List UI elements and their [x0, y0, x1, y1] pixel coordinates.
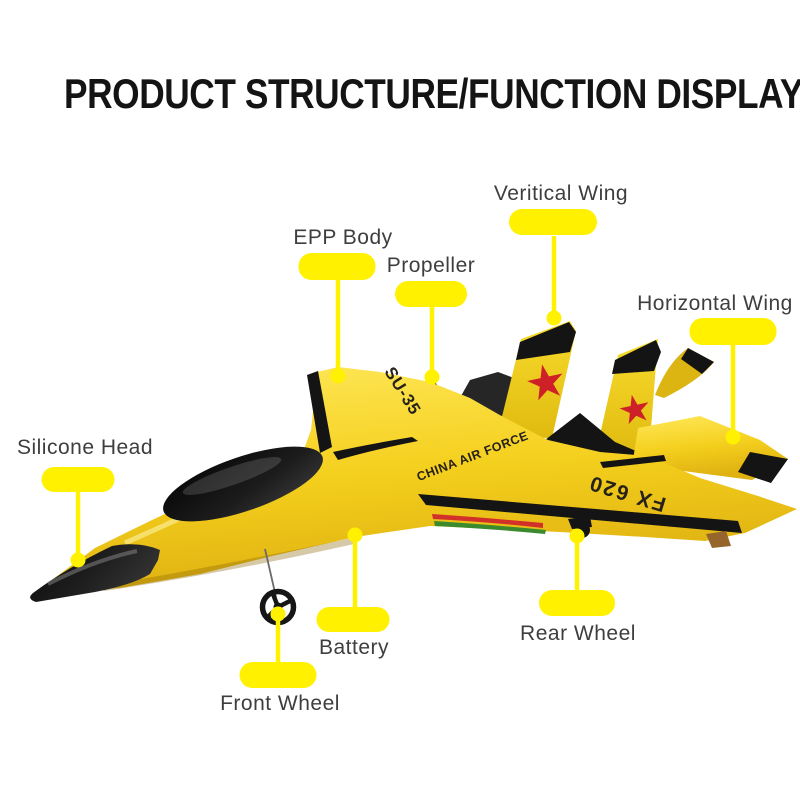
cockpit-canopy [163, 446, 323, 522]
callout-label-front-wheel: Front Wheel [220, 692, 340, 715]
callout-label-propeller: Propeller [386, 254, 476, 277]
wing-leading-edge [307, 371, 332, 453]
callout-pill-epp-body [298, 253, 376, 280]
far-wing-tip [681, 348, 714, 374]
callout-pill-rear-wheel [539, 590, 615, 616]
callout-label-horizontal-wing: Horizontal Wing [637, 292, 793, 315]
connector-vertical-wing [546, 236, 562, 326]
callout-label-battery: Battery [318, 636, 390, 659]
vertical-fin-right [597, 339, 661, 454]
elevon-stripe-green [434, 521, 546, 534]
anchor-dot [270, 606, 286, 622]
anchor-dot [347, 527, 363, 543]
connector-battery [347, 527, 363, 608]
connector-silicone-head [70, 491, 86, 568]
vertical-fin-left [497, 321, 576, 438]
callout-pill-front-wheel [239, 662, 317, 688]
tail-stick [706, 531, 731, 548]
anchor-dot [70, 552, 86, 568]
connector-horizontal-wing [725, 344, 741, 445]
callout-pill-propeller [395, 281, 467, 307]
callout-pill-horizontal-wing [689, 318, 777, 345]
belly-shadow [100, 538, 354, 591]
trailing-edge-stripe [418, 494, 742, 533]
page-title: PRODUCT STRUCTURE/FUNCTION DISPLAY [64, 70, 800, 117]
elevon-stripe-red [432, 514, 543, 528]
toy-jet: SU-35 CHINA AIR FORCE FX 620 [30, 321, 797, 626]
connector-epp-body [330, 279, 346, 384]
wing-root-stripe [333, 437, 418, 460]
callout-pill-battery [316, 607, 390, 632]
stabilizer-tip [738, 452, 788, 483]
connector-rear-wheel [569, 528, 585, 591]
callout-connectors [70, 236, 741, 663]
anchor-dot [424, 369, 440, 385]
callout-label-rear-wheel: Rear Wheel [520, 622, 636, 645]
callout-label-epp-body: EPP Body [293, 226, 393, 249]
callout-label-silicone-head: Silicone Head [16, 436, 154, 459]
horizontal-stabilizer [633, 416, 788, 483]
anchor-dot [725, 429, 741, 445]
callout-pill-silicone-head [41, 467, 115, 492]
anchor-dot [569, 528, 585, 544]
airframe-body [33, 367, 797, 594]
callout-pill-vertical-wing [509, 209, 597, 235]
rear-edge-line [600, 455, 666, 468]
silicone-nose [30, 544, 161, 602]
callout-label-vertical-wing: Veritical Wing [493, 182, 629, 205]
connector-propeller [424, 306, 440, 385]
anchor-dot [330, 368, 346, 384]
anchor-dot [546, 310, 562, 326]
connector-front-wheel [270, 606, 286, 663]
